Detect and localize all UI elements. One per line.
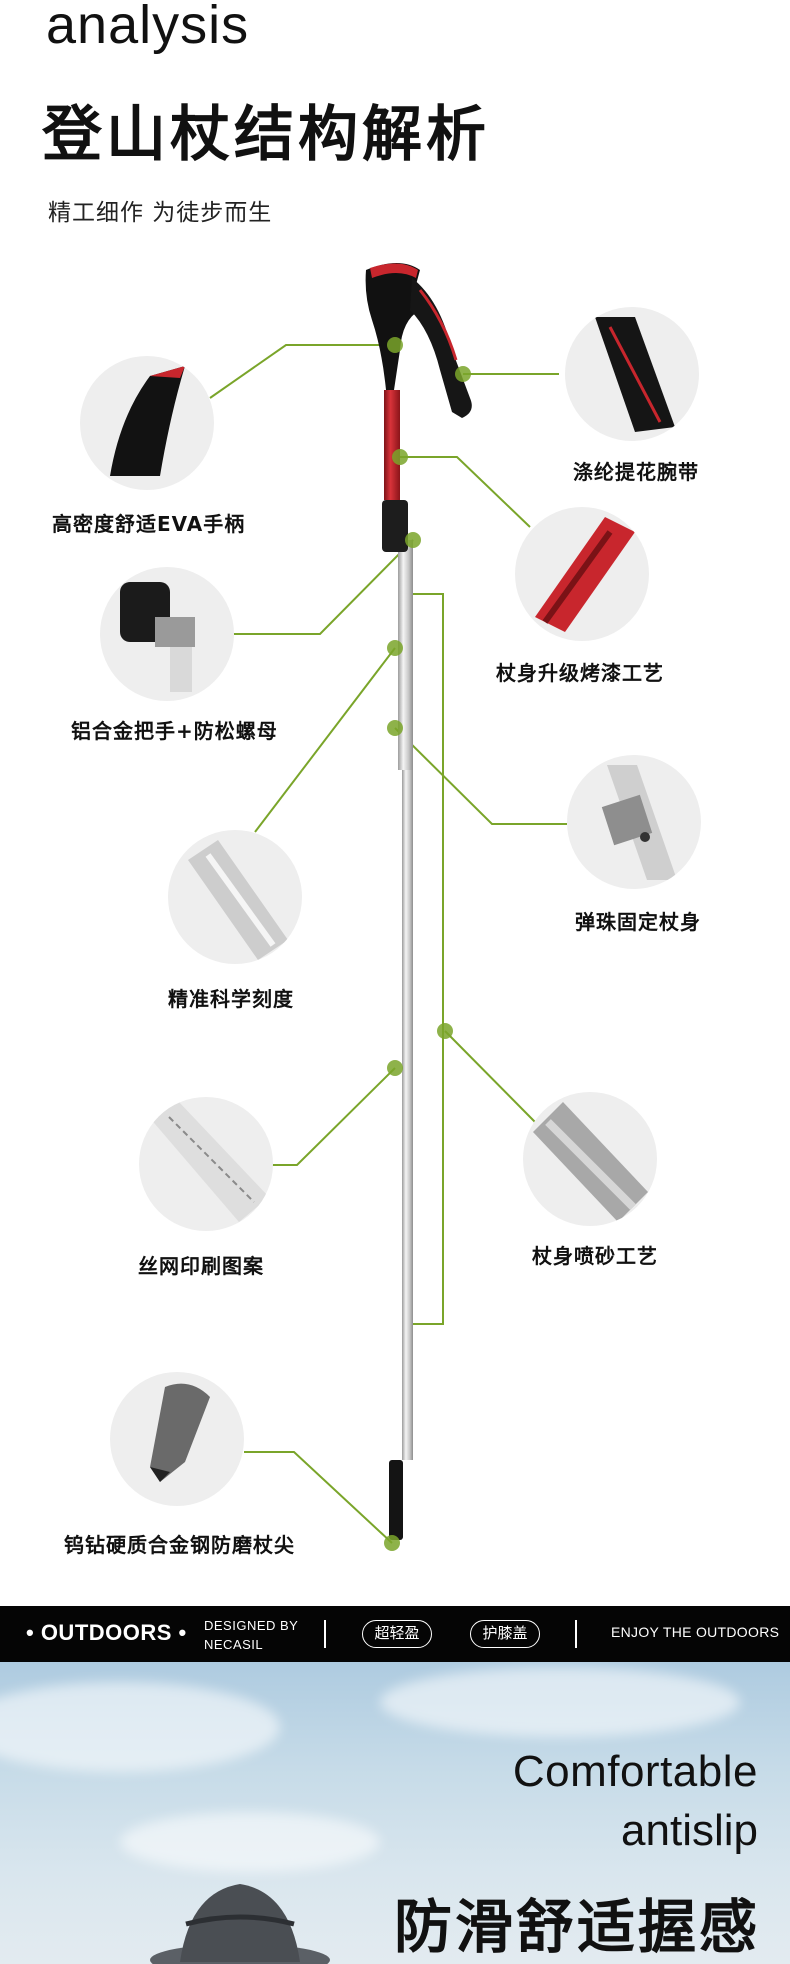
detail-clamp [100, 567, 234, 701]
feature-label-wrist-strap: 涤纶提花腕带 [573, 460, 699, 484]
hero-line-comfortable: Comfortable [512, 1747, 758, 1796]
feature-label-ball-lock: 弹珠固定杖身 [575, 910, 701, 934]
detail-paint [515, 507, 649, 641]
section-title-en: analysis [46, 0, 250, 55]
feature-label-paint: 杖身升级烤漆工艺 [496, 661, 664, 685]
detail-print [139, 1097, 273, 1231]
feature-label-print: 丝网印刷图案 [138, 1254, 264, 1278]
band-enjoy: ENJOY THE OUTDOORS [611, 1624, 780, 1640]
feature-label-clamp: 铝合金把手+防松螺母 [71, 719, 278, 743]
pole-tip [389, 1460, 403, 1540]
pole-grip [365, 263, 420, 390]
connector-dot [384, 1535, 400, 1551]
connector-line [405, 593, 444, 1325]
pole-upper-section [384, 390, 400, 500]
connector-line [244, 1451, 393, 1544]
connector-dot [387, 337, 403, 353]
pole-lower-section [402, 760, 413, 1460]
feature-label-tip: 钨钻硬质合金钢防磨杖尖 [64, 1533, 295, 1557]
connector-line [209, 344, 395, 399]
detail-ball-lock [567, 755, 701, 889]
connector-line [400, 456, 531, 528]
feature-label-scale: 精准科学刻度 [168, 987, 294, 1011]
section-title-cn: 登山杖结构解析 [42, 100, 490, 170]
band-designed-by: DESIGNED BY NECASIL [204, 1616, 298, 1654]
detail-sandblast [523, 1092, 657, 1226]
band-divider [575, 1620, 577, 1648]
band-tag-knee: 护膝盖 [470, 1620, 540, 1648]
hiker-hat-image [150, 1884, 330, 1964]
hero-banner: Comfortable antislip 防滑舒适握感 [0, 1662, 790, 1964]
brand-band: • OUTDOORS • DESIGNED BY NECASIL 超轻盈 护膝盖… [0, 1606, 790, 1662]
pole-wrist-strap [410, 278, 472, 418]
feature-label-sandblast: 杖身喷砂工艺 [532, 1244, 658, 1268]
connector-line [232, 539, 414, 635]
band-tag-light: 超轻盈 [362, 1620, 432, 1648]
section-subtitle: 精工细作 为徒步而生 [48, 200, 273, 226]
connector-dot [392, 449, 408, 465]
band-designed-label: DESIGNED BY [204, 1618, 299, 1633]
detail-wrist-strap [565, 307, 699, 441]
connector-line [270, 1067, 396, 1166]
feature-label-grip: 高密度舒适EVA手柄 [52, 512, 246, 536]
connector-line [254, 647, 396, 833]
sky-cloud [0, 1682, 280, 1772]
band-outdoors: • OUTDOORS • [26, 1620, 187, 1645]
connector-dot [437, 1023, 453, 1039]
detail-scale [168, 830, 302, 964]
connector-dot [387, 1060, 403, 1076]
detail-grip [80, 356, 214, 490]
connector-dot [405, 532, 421, 548]
detail-tip [110, 1372, 244, 1506]
hero-line-cn: 防滑舒适握感 [393, 1893, 760, 1961]
connector-line [394, 727, 567, 825]
connector-line [444, 1030, 536, 1123]
band-brand-name: NECASIL [204, 1637, 264, 1652]
connector-dot [387, 640, 403, 656]
hero-line-antislip: antislip [621, 1806, 758, 1855]
sky-cloud [380, 1667, 740, 1737]
connector-dot [455, 366, 471, 382]
pole-lock-clamp [382, 500, 408, 552]
band-divider [324, 1620, 326, 1648]
pole-middle-section [398, 540, 413, 770]
pole-diagram [209, 263, 567, 1551]
connector-dot [387, 720, 403, 736]
sky-cloud [120, 1812, 380, 1872]
